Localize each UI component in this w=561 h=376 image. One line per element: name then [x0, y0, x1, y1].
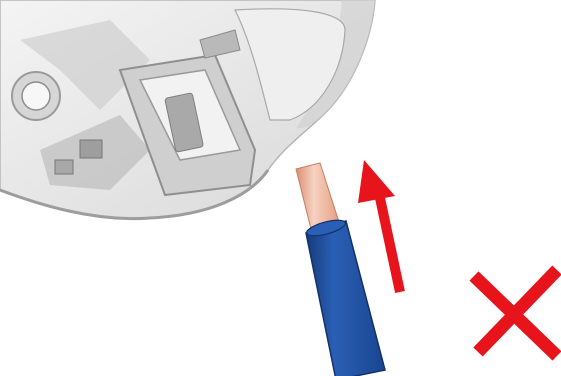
terminal-housing-icon: [0, 0, 376, 221]
insert-direction-arrow-icon: [358, 160, 405, 294]
stripped-wire-icon: [295, 162, 386, 376]
incorrect-cross-icon: [469, 265, 561, 361]
